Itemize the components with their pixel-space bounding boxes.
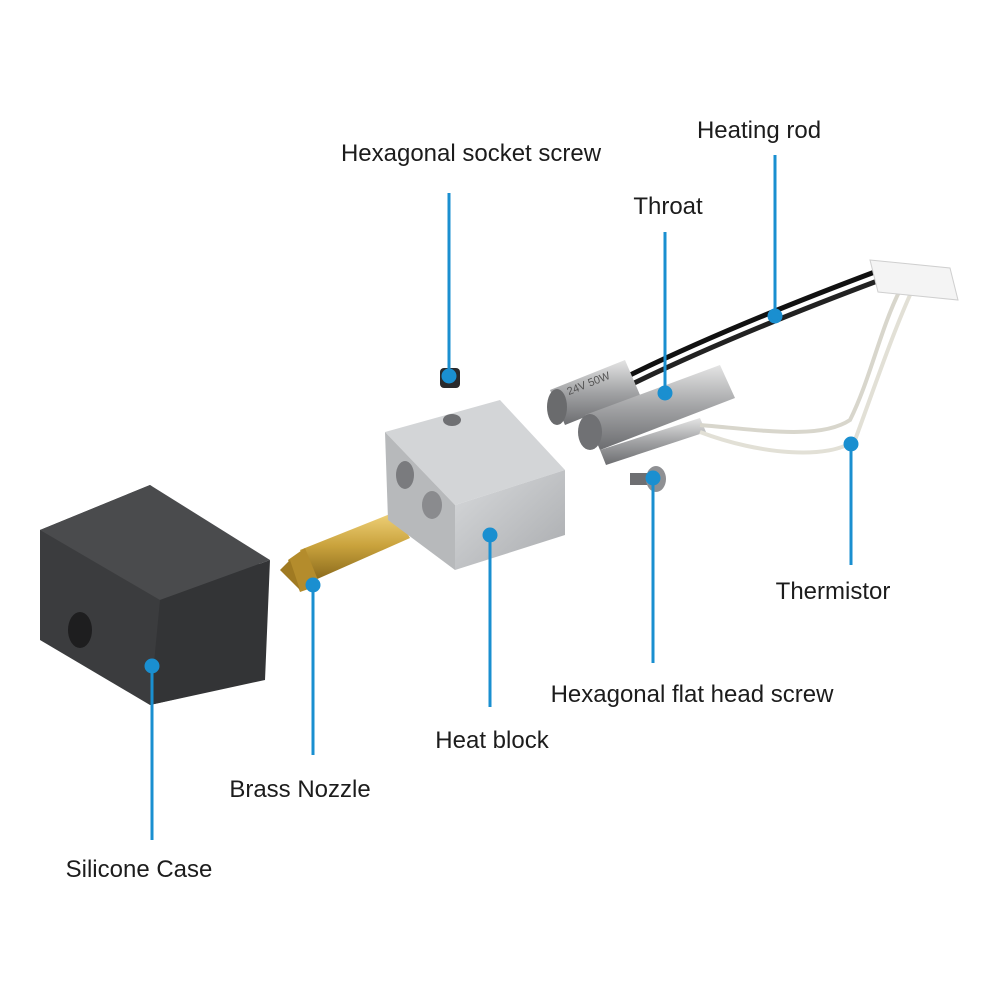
throat-part	[578, 365, 735, 450]
silicone-case-part	[40, 485, 270, 705]
leader-lines	[144, 155, 859, 840]
label-thermistor: Thermistor	[775, 578, 891, 605]
label-brass-nozzle: Brass Nozzle	[229, 776, 371, 803]
connector-part	[869, 259, 959, 301]
label-heat-block: Heat block	[435, 727, 549, 754]
brass-nozzle-part	[280, 512, 410, 592]
heating-rod-part	[547, 267, 881, 425]
label-throat: Throat	[633, 193, 703, 220]
heat-block-part	[385, 400, 565, 570]
label-hex-flat-head-screw: Hexagonal flat head screw	[550, 681, 834, 708]
label-silicone-case: Silicone Case	[65, 856, 213, 883]
label-hex-socket-screw: Hexagonal socket screw	[340, 140, 602, 167]
label-heating-rod: Heating rod	[696, 117, 822, 144]
